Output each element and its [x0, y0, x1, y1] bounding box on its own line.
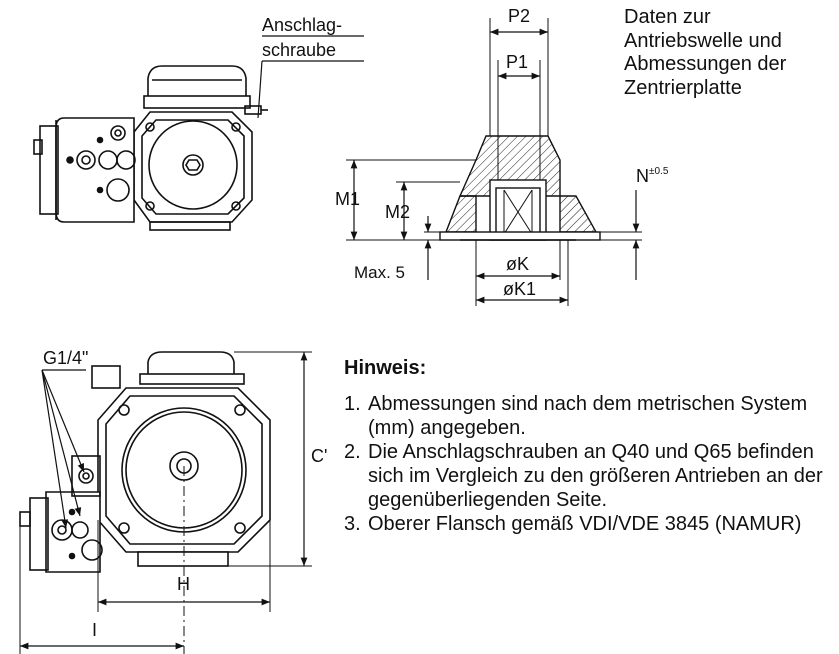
dim-max5: Max. 5 [354, 263, 405, 282]
dim-h: H [177, 574, 190, 594]
dim-ok: øK [506, 254, 529, 274]
note-item: 1.Abmessungen sind nach dem metrischen S… [344, 393, 808, 439]
dim-n: N±0.5 [636, 166, 669, 186]
dim-p2: P2 [508, 6, 530, 26]
stop-screw-label-2: schraube [262, 40, 336, 60]
actuator-front-view [19, 351, 271, 573]
note-item: 2.Die Anschlagschrauben an Q40 und Q65 b… [344, 441, 823, 511]
notes-list: 1.Abmessungen sind nach dem metrischen S… [344, 392, 834, 536]
actuator-top-view [33, 65, 268, 231]
g14-label: G1/4" [43, 348, 88, 368]
dim-p1: P1 [506, 52, 528, 72]
note-item: 3.Oberer Flansch gemäß VDI/VDE 3845 (NAM… [344, 513, 802, 535]
shaft-section-drawing [346, 18, 642, 306]
dim-m2: M2 [385, 202, 410, 222]
shaft-data-caption: Daten zur Antriebswelle und Abmessungen … [624, 6, 787, 99]
stop-screw-label: Anschlag- [262, 15, 342, 35]
dim-c: C' [311, 446, 327, 466]
dim-i: I [92, 620, 97, 640]
notes-title: Hinweis: [344, 357, 427, 379]
dim-ok1: øK1 [503, 279, 536, 299]
dim-m1: M1 [335, 189, 360, 209]
